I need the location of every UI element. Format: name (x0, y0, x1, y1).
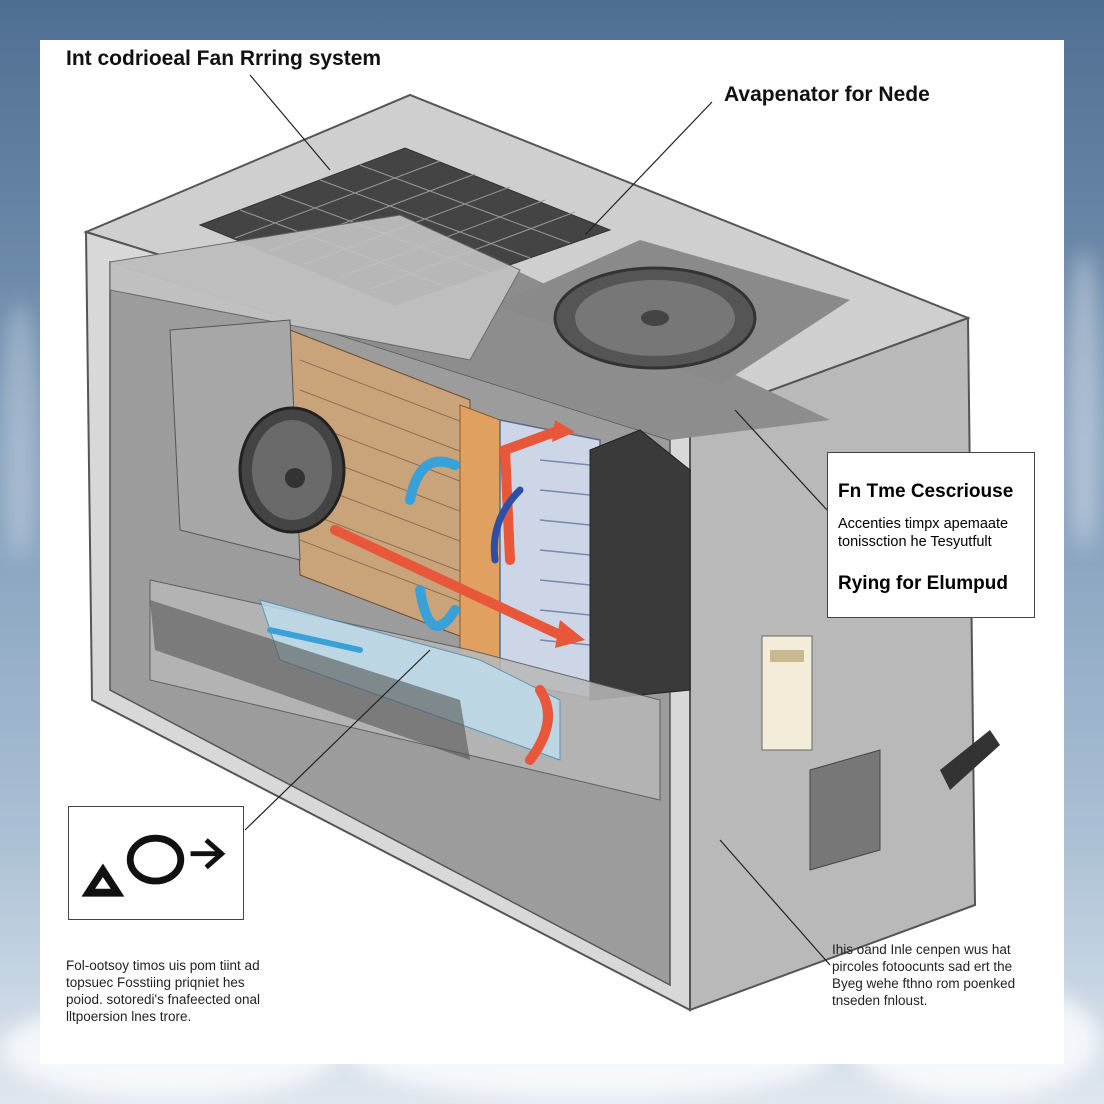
note-left: Fol-ootsoy timos uis pom tiint ad topsue… (66, 957, 296, 1025)
cloud (1066, 250, 1102, 550)
note-line: pircoles fotoocunts sad ert the (832, 959, 1013, 974)
callout-subheading: Rying for Elumpud (838, 573, 1008, 594)
note-line: Ihis oand Inle cenpen wus hat (832, 942, 1011, 957)
hot-air-arrow (330, 525, 565, 640)
note-line: Byeg wehe fthno rom poenked (832, 976, 1016, 991)
divider-panel (589, 429, 691, 701)
hot-air-arrow (499, 425, 565, 565)
evaporator-label: Avapenator for Nede (724, 83, 930, 106)
system-title-label: Int codrioeal Fan Rrring system (66, 47, 382, 70)
arrow-right-icon (190, 838, 226, 870)
symbol-legend-box (68, 806, 244, 920)
note-line: poiod. sotoredi's fnafeected onal (66, 992, 260, 1007)
callout-body-line: tonissction he Tesyutfult (838, 534, 992, 550)
cool-air-arrow (405, 456, 460, 505)
cloud (2, 300, 38, 560)
leader-lines (244, 74, 831, 966)
pipe-connector (940, 730, 1000, 790)
cool-air-arrow (415, 585, 460, 631)
cool-air-arrow (490, 486, 524, 564)
note-line: Fol-ootsoy timos uis pom tiint ad (66, 958, 260, 973)
callout-heading: Fn Tme Cescriouse (838, 481, 1014, 502)
cool-air-arrow (267, 627, 363, 653)
louver (150, 600, 470, 760)
airflow-arrows (267, 425, 565, 765)
note-line: lltpoersion lnes trore. (66, 1009, 192, 1024)
service-port (809, 749, 881, 871)
warning-triangle-icon (81, 863, 125, 897)
hot-air-arrow (525, 685, 553, 765)
callout-body-line: Accenties timpx apemaate (838, 516, 1009, 532)
note-line: topsuec Fosstiing priqniet hes (66, 975, 245, 990)
note-line: tnseden fnloust. (832, 993, 928, 1008)
callout-box: Fn Tme Cescriouse Accenties timpx apemaa… (827, 452, 1035, 618)
circle-icon (126, 834, 185, 885)
note-right: Ihis oand Inle cenpen wus hat pircoles f… (832, 941, 1052, 1009)
